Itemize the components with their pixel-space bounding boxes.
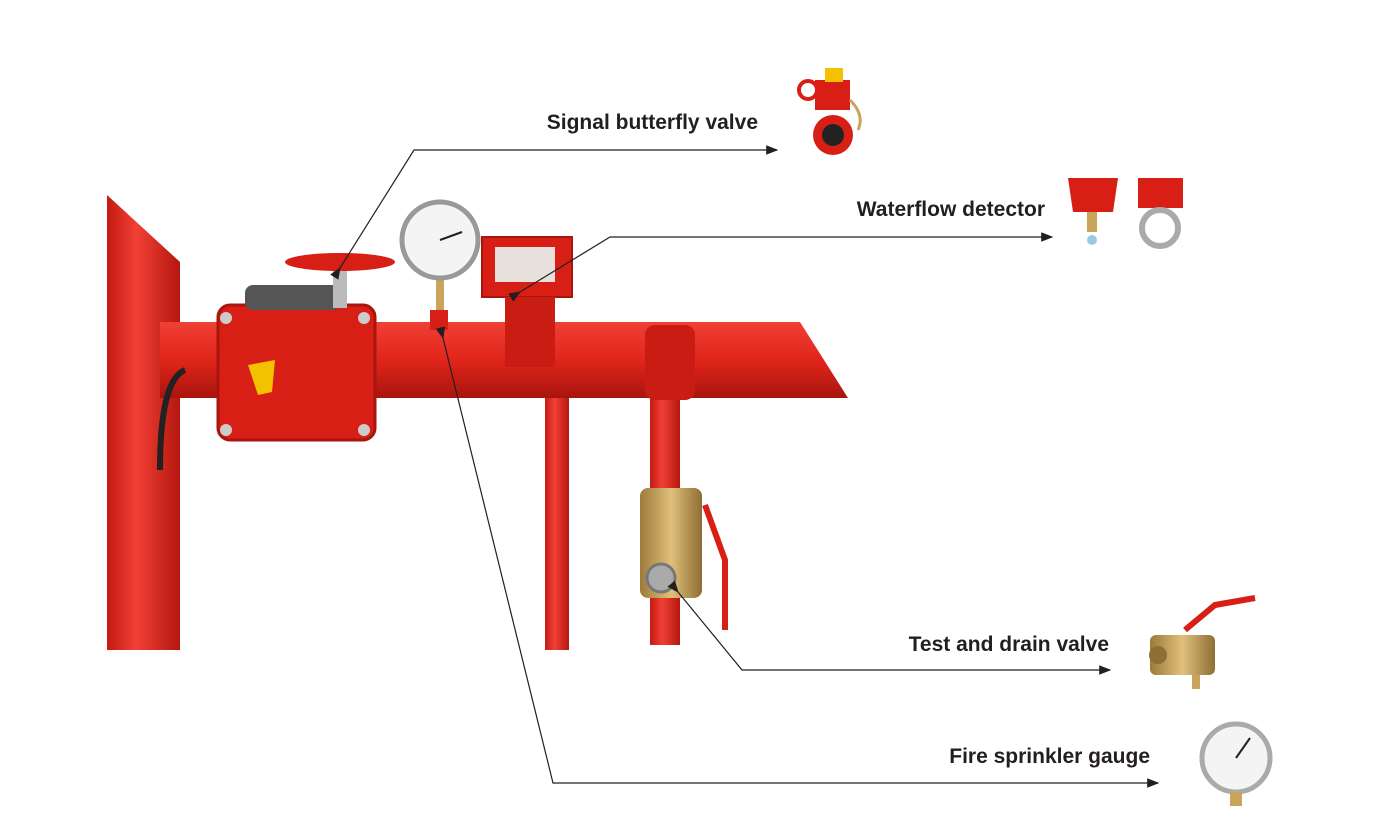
label-signal-butterfly-valve: Signal butterfly valve [546, 111, 758, 134]
vertical-riser-pipe [107, 195, 180, 650]
leader-waterflow-detector [508, 232, 1054, 302]
fire-sprinkler-gauge-thumbnail [1199, 721, 1273, 806]
signal-butterfly-valve-thumbnail [797, 68, 862, 155]
label-fire-sprinkler-gauge: Fire sprinkler gauge [949, 745, 1150, 768]
test-drain-valve-thumbnail [1149, 595, 1256, 689]
drain-valve-handle [702, 503, 728, 630]
sprinkler-riser-assembly [107, 195, 848, 650]
waterflow-detector-thumbnails [1068, 178, 1183, 249]
leader-test-drain-valve [667, 580, 1112, 675]
yellow-indicator [248, 360, 275, 395]
signal-cable [157, 367, 187, 471]
butterfly-valve-body [216, 303, 377, 442]
label-waterflow-detector: Waterflow detector [856, 198, 1045, 221]
pipe-coupling [645, 325, 695, 400]
label-test-and-drain-valve: Test and drain valve [908, 633, 1109, 656]
handwheel [285, 253, 395, 271]
vertical-support-pipe [545, 398, 569, 650]
leader-signal-butterfly-valve [330, 145, 779, 280]
gear-housing [245, 285, 340, 310]
leader-fire-sprinkler-gauge [435, 326, 1160, 788]
